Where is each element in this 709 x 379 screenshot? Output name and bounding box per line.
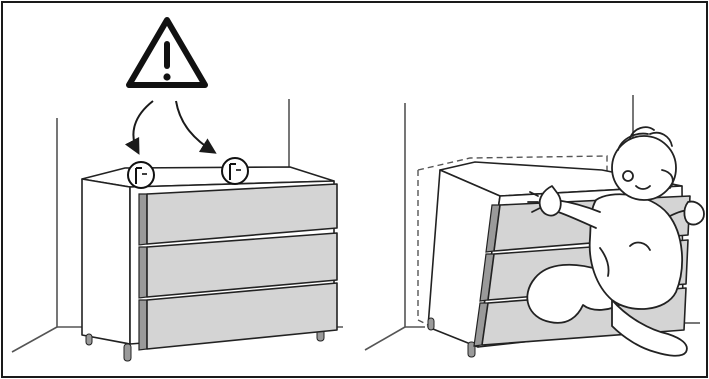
arrow-icon [175,100,217,154]
wall-anchor-icon [127,161,155,189]
anchored-dresser-panel [11,17,343,362]
climbing-child-figure [526,126,705,357]
original-position-outline [417,155,608,326]
left-hand [538,185,562,217]
warning-triangle-icon [126,17,208,88]
drawer-middle [138,232,338,299]
tipping-dresser-panel [364,95,705,358]
right-hand [683,200,705,226]
room-lines [11,99,343,353]
drawer-bottom [138,282,338,351]
drawer-top [138,183,338,246]
arrow-icon [124,100,154,155]
wall-anchor-icon [221,157,249,185]
